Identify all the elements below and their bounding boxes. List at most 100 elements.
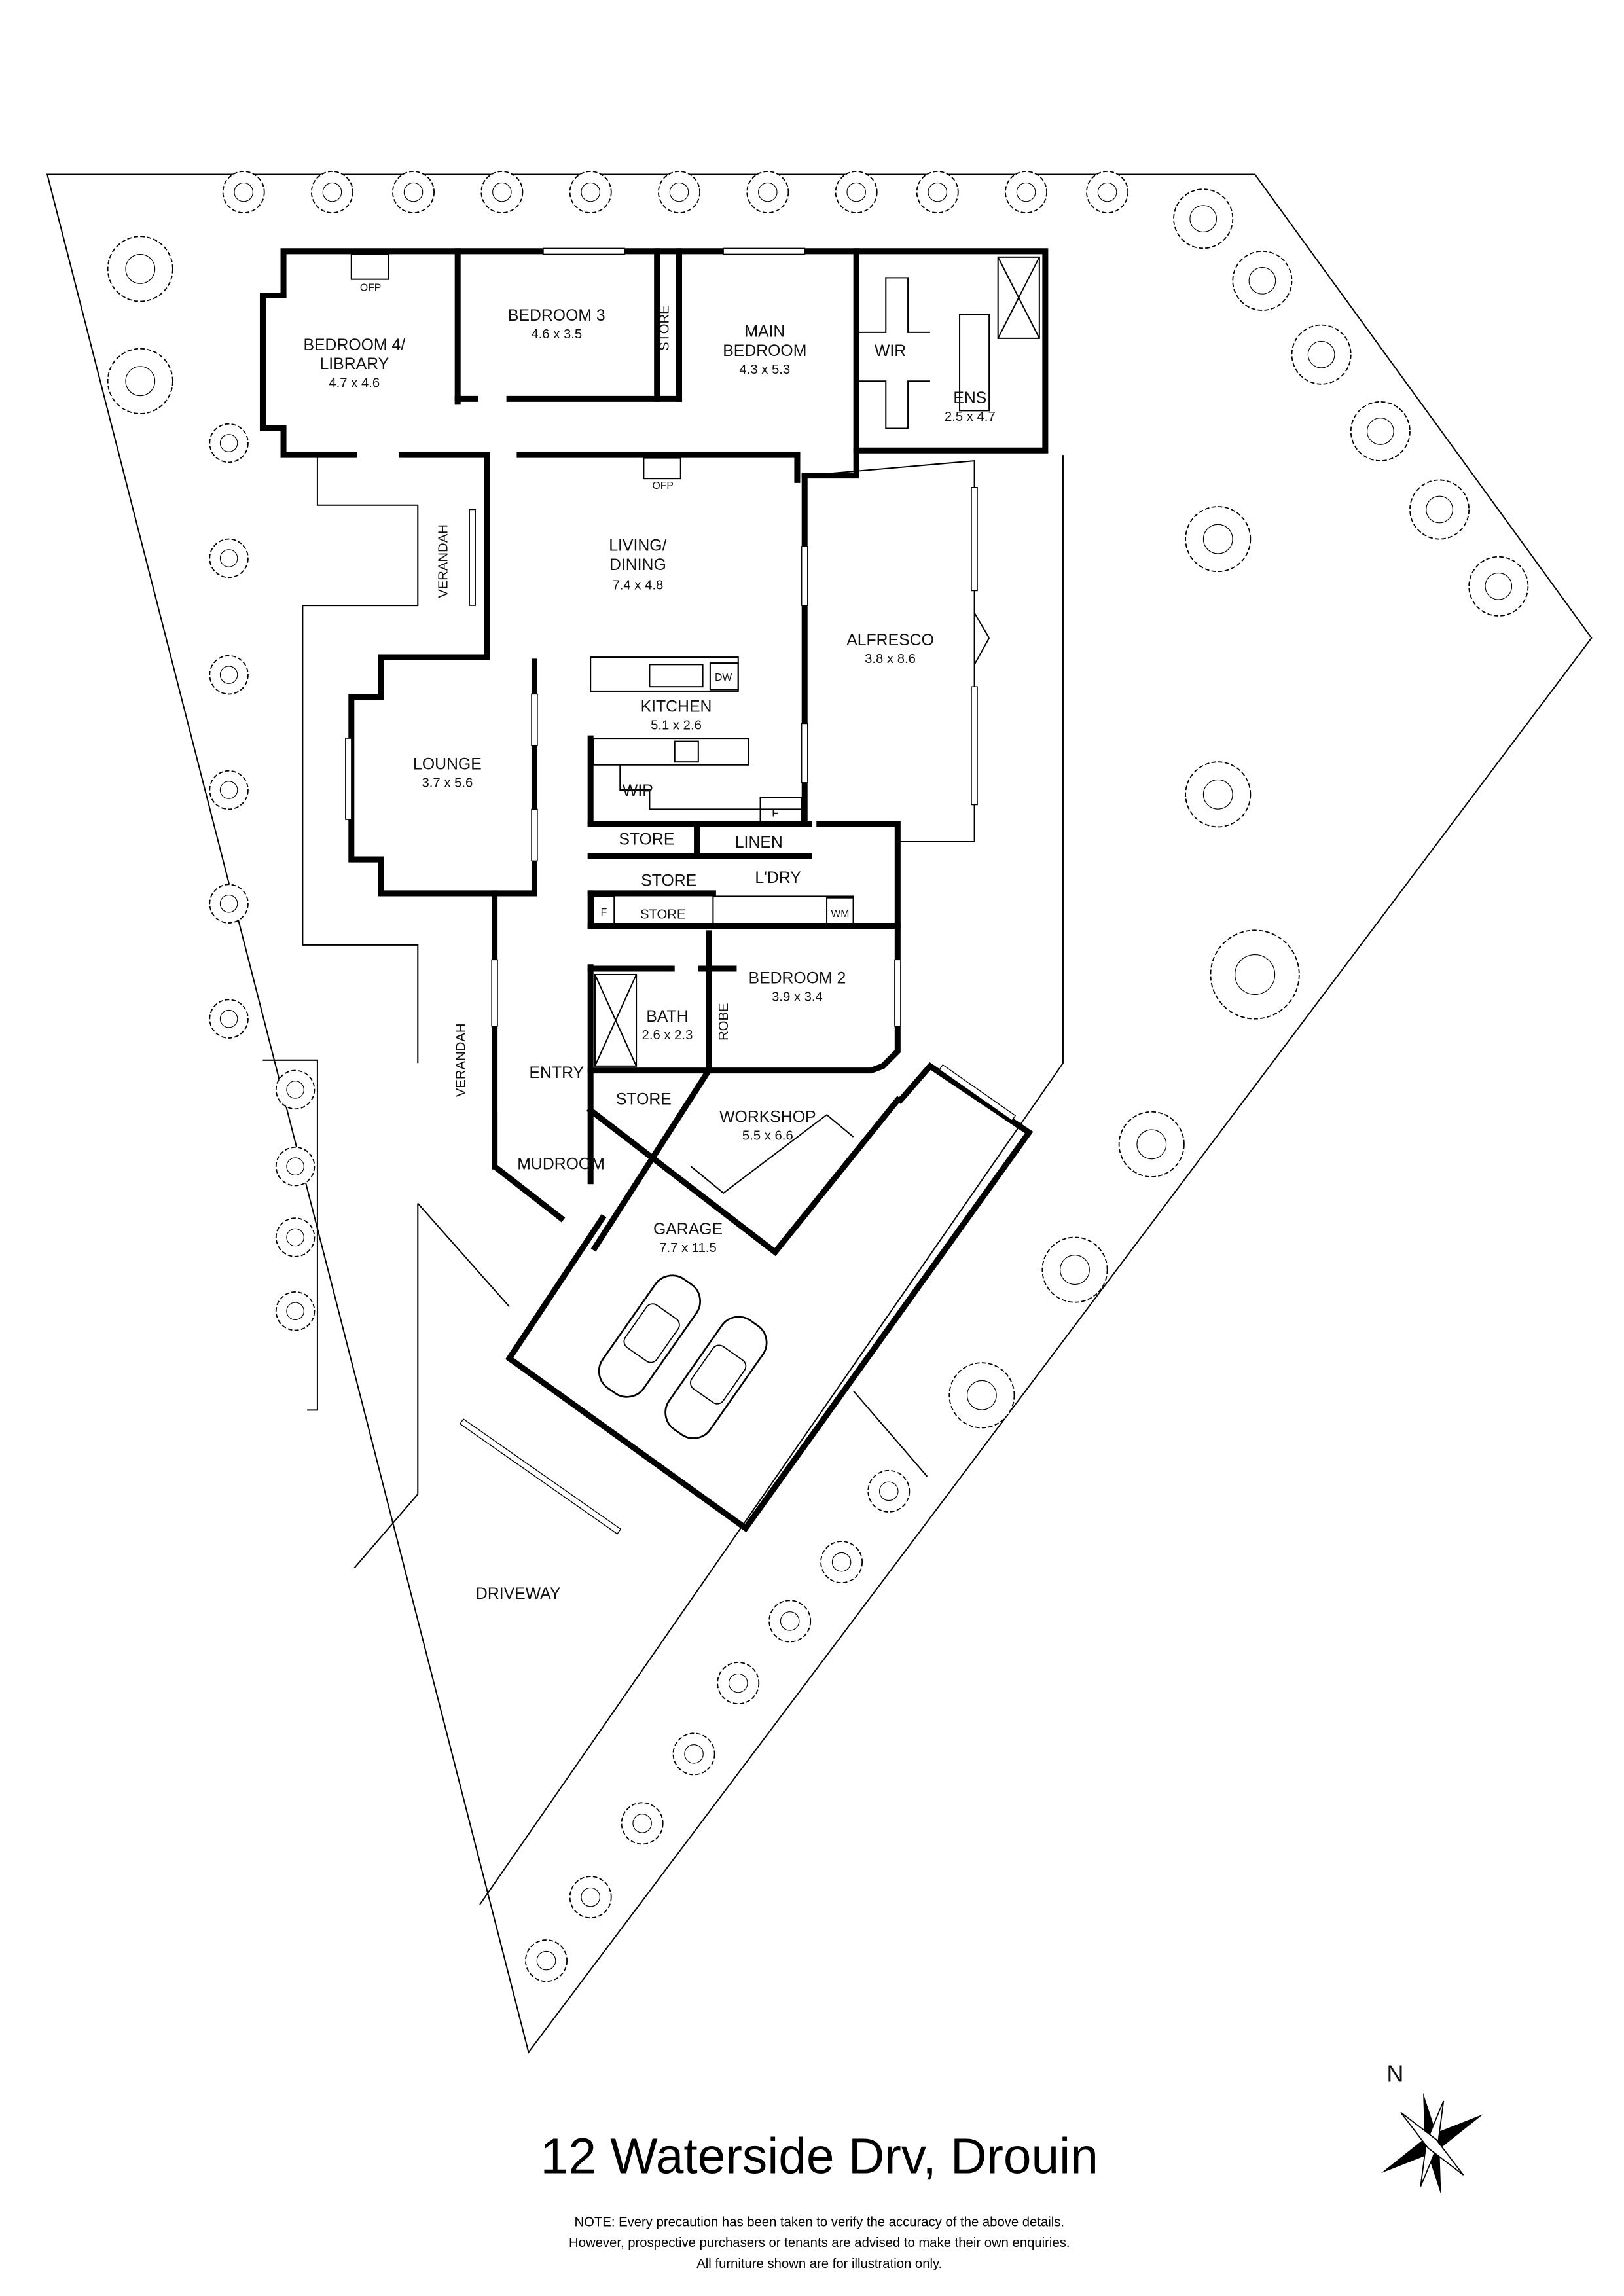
fridge-space	[592, 895, 615, 927]
shower	[594, 974, 638, 1067]
tree-canopy-detail	[758, 182, 778, 202]
room-label: MUDROOM	[517, 1156, 605, 1174]
room-dims: 4.7 x 4.6	[329, 376, 380, 390]
tree-icon	[1350, 401, 1411, 461]
fridge-label: F	[601, 907, 607, 918]
walls	[259, 248, 1049, 1533]
room-label: KITCHEN	[641, 698, 712, 716]
tree-canopy-detail	[1248, 267, 1276, 295]
tree-canopy-detail	[219, 434, 238, 452]
room-label: GARAGE	[653, 1221, 723, 1238]
tree-canopy-detail	[1016, 182, 1036, 202]
room-dims: 4.6 x 3.5	[531, 327, 582, 342]
room-label: WORKSHOP	[719, 1109, 816, 1126]
kitchen-island	[592, 738, 749, 766]
tree-canopy-detail	[125, 253, 156, 284]
wip-shelf	[619, 764, 805, 810]
property-address: 12 Waterside Drv, Drouin	[541, 2128, 1098, 2184]
linen-label: LINEN	[735, 834, 783, 852]
tree-icon	[867, 1469, 911, 1513]
tree-canopy-detail	[1202, 779, 1233, 810]
boundary-line	[852, 1390, 928, 1477]
dishwasher	[709, 662, 739, 691]
window	[469, 509, 476, 606]
site-boundary	[46, 173, 1593, 2054]
store-label: STORE	[640, 907, 686, 922]
tree-icon	[209, 655, 249, 695]
window	[543, 247, 625, 255]
room-dims: 2.6 x 2.3	[642, 1028, 693, 1043]
tree-icon	[621, 1802, 664, 1845]
store-label: STORE	[616, 1090, 672, 1108]
tree-canopy-detail	[1060, 1255, 1090, 1285]
room-label: DRIVEWAY	[476, 1585, 561, 1603]
wm-label: WM	[831, 908, 849, 920]
room-dims: 2.5 x 4.7	[945, 410, 996, 424]
garage-door	[459, 1418, 622, 1535]
ofp-label: OFP	[652, 480, 673, 492]
room-label: DINING	[609, 556, 666, 574]
tree-icon	[1409, 479, 1470, 540]
tree-canopy-detail	[728, 1673, 748, 1693]
room-dims: 5.5 x 6.6	[742, 1129, 793, 1143]
tree-icon	[1173, 188, 1234, 249]
tree-icon	[717, 1662, 760, 1705]
tree-canopy-detail	[536, 1950, 556, 1971]
sink-icon	[649, 664, 704, 688]
tree-canopy-detail	[1366, 418, 1394, 445]
workshop-bench	[690, 1113, 854, 1194]
room-label: BEDROOM 2	[749, 970, 846, 988]
garage-door	[939, 1064, 1017, 1121]
tree-icon	[569, 1876, 612, 1919]
tree-canopy-detail	[1426, 495, 1453, 524]
store-label: STORE	[641, 872, 696, 890]
tree-canopy-detail	[780, 1611, 800, 1631]
tree-canopy-detail	[219, 894, 238, 913]
cooktop-icon	[674, 740, 699, 763]
tree-icon	[820, 1541, 863, 1584]
room-label: L'DRY	[755, 869, 801, 887]
tree-icon	[1232, 250, 1293, 311]
shower	[594, 973, 638, 1067]
car-icon	[664, 1316, 768, 1439]
tree-icon	[1210, 929, 1300, 1020]
wir-shelf	[859, 277, 930, 333]
driveway-edge	[353, 1203, 419, 1569]
room-label: MAIN	[744, 323, 785, 341]
tree-icon	[672, 1732, 715, 1776]
tree-canopy-detail	[879, 1481, 899, 1501]
tree-icon	[1118, 1111, 1185, 1177]
tree-icon	[310, 171, 353, 214]
tree-icon	[392, 171, 435, 214]
tree-icon	[1041, 1236, 1108, 1303]
tree-canopy-detail	[1189, 205, 1218, 233]
room-dims: 7.4 x 4.8	[612, 578, 663, 592]
room-label: BEDROOM	[723, 342, 806, 360]
room-label: BEDROOM 4/	[303, 336, 405, 354]
disclaimer-line: All furniture shown are for illustration…	[696, 2257, 942, 2271]
room-label: LOUNGE	[413, 755, 482, 773]
tree-icon	[209, 423, 249, 463]
room-label: ALFRESCO	[846, 632, 934, 649]
north-label: N	[1386, 2060, 1403, 2087]
bifold-door	[973, 637, 990, 665]
tree-icon	[746, 171, 789, 214]
room-dims: 5.1 x 2.6	[651, 719, 702, 733]
verandah-label: VERANDAH	[454, 1023, 468, 1097]
tree-icon	[107, 236, 173, 302]
tree-icon	[1185, 761, 1252, 828]
tree-icon	[209, 770, 249, 810]
tree-icon	[1086, 171, 1129, 214]
tree-icon	[209, 999, 249, 1039]
room-dims: 7.7 x 11.5	[659, 1241, 717, 1255]
window	[801, 546, 808, 606]
tree-canopy-detail	[286, 1302, 304, 1320]
disclaimer-line: However, prospective purchasers or tenan…	[569, 2236, 1070, 2250]
room-label: BATH	[646, 1008, 688, 1026]
room-dims: 3.9 x 3.4	[772, 990, 823, 1005]
bath-tub	[959, 314, 990, 412]
fridge-space	[759, 797, 803, 825]
tree-icon	[835, 171, 878, 214]
window	[345, 738, 352, 820]
tree-canopy-detail	[846, 182, 866, 202]
